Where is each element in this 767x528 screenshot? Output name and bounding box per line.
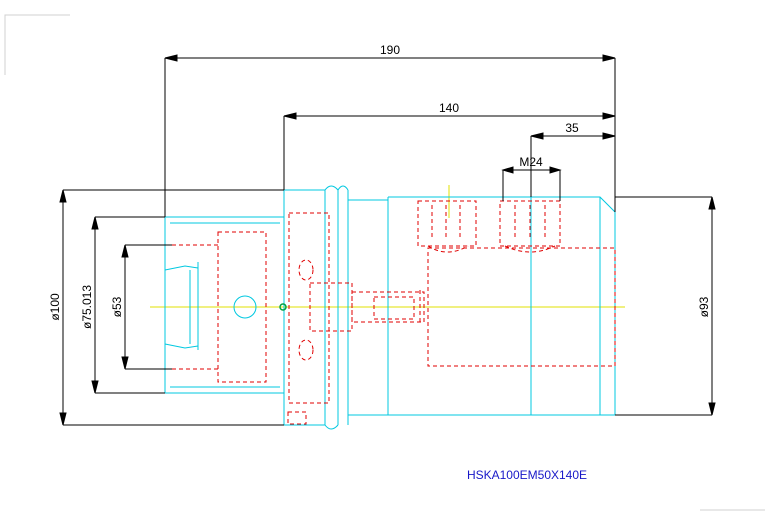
viewport-corner-marks [4, 14, 765, 511]
dimension-lines [59, 54, 716, 426]
dimension-labels: 190 140 35 M24 ø100 ø75.013 ø53 ø93 [48, 43, 711, 329]
dim-dia-bore: ø53 [110, 296, 124, 317]
dim-thread-size: M24 [519, 155, 543, 169]
part-code-label: HSKA100EM50X140E [467, 468, 587, 482]
dim-thread-offset: 35 [565, 121, 579, 135]
dim-dia-body: ø93 [697, 296, 711, 317]
dim-overall-length: 190 [380, 43, 400, 57]
dim-dia-flange: ø100 [48, 293, 62, 321]
dim-body-length: 140 [439, 101, 459, 115]
hidden-lines [172, 200, 616, 425]
gauge-point-marker [279, 303, 287, 311]
dim-dia-inner: ø75.013 [80, 285, 94, 329]
